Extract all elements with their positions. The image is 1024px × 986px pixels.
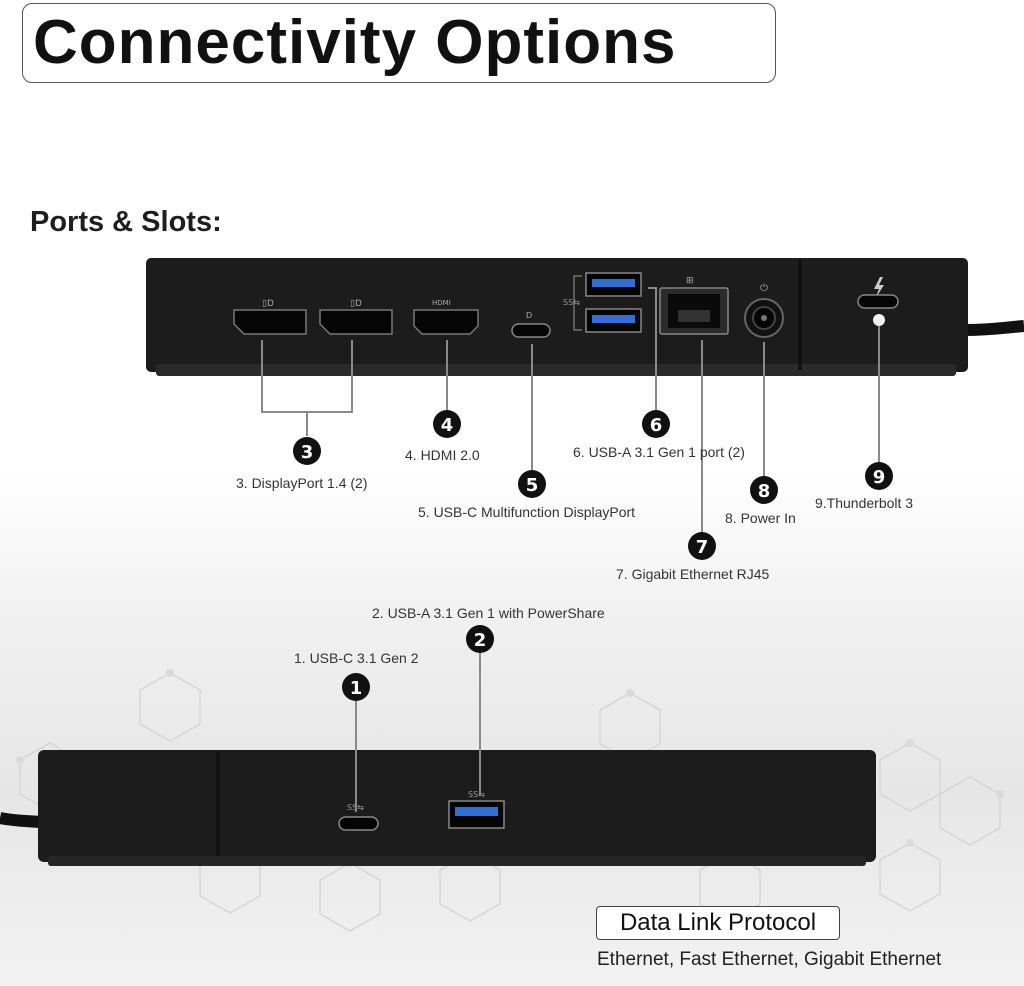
svg-text:⏻: ⏻ xyxy=(760,283,768,294)
port-badge-6: 6 xyxy=(642,410,670,438)
displayport-port-icon: ▯D xyxy=(233,299,307,335)
port-label-8: 8. Power In xyxy=(725,510,796,526)
ethernet-port-icon: ⊞ xyxy=(659,276,729,335)
port-badge-1: 1 xyxy=(342,673,370,701)
usb-c-port-icon: D xyxy=(511,311,551,338)
port-badge-6-number: 6 xyxy=(650,415,663,436)
usb-a-port-icon xyxy=(585,272,642,297)
port-label-4: 4. HDMI 2.0 xyxy=(405,447,480,463)
port-label-2: 2. USB-A 3.1 Gen 1 with PowerShare xyxy=(372,605,605,621)
svg-text:D: D xyxy=(526,311,532,320)
port-badge-5: 5 xyxy=(518,470,546,498)
port-badge-5-number: 5 xyxy=(526,475,539,496)
port-badge-2-number: 2 xyxy=(474,630,487,651)
port-badge-4: 4 xyxy=(433,410,461,438)
port-label-3: 3. DisplayPort 1.4 (2) xyxy=(236,475,368,491)
title-box: Connectivity Options xyxy=(22,3,776,83)
usb-a-port-icon xyxy=(585,308,642,333)
svg-text:⊞: ⊞ xyxy=(686,276,694,286)
data-link-box: Data Link Protocol xyxy=(596,906,840,940)
port-badge-9-number: 9 xyxy=(873,467,886,488)
port-badge-1-number: 1 xyxy=(350,678,363,699)
svg-text:SS⇆: SS⇆ xyxy=(563,298,580,307)
port-badge-8: 8 xyxy=(750,476,778,504)
port-badge-9: 9 xyxy=(865,462,893,490)
svg-text:HDMI: HDMI xyxy=(432,299,451,307)
port-label-9: 9.Thunderbolt 3 xyxy=(815,495,914,511)
port-label-7: 7. Gigabit Ethernet RJ45 xyxy=(616,566,770,582)
port-badge-3-number: 3 xyxy=(301,442,314,463)
port-badge-7: 7 xyxy=(688,532,716,560)
section-subtitle: Ports & Slots: xyxy=(30,206,222,238)
port-label-6: 6. USB-A 3.1 Gen 1 port (2) xyxy=(573,444,745,460)
hdmi-port-icon: HDMI xyxy=(413,299,479,335)
svg-text:▯D: ▯D xyxy=(262,299,274,309)
displayport-port-icon: ▯D xyxy=(319,299,393,335)
usb-a-port-icon: SS⇆ xyxy=(448,790,505,829)
port-badges: 1 2 3 4 5 6 7 8 9 xyxy=(293,410,893,701)
port-badge-3: 3 xyxy=(293,437,321,465)
svg-text:▯D: ▯D xyxy=(350,299,362,309)
port-badge-8-number: 8 xyxy=(758,481,771,502)
port-badge-7-number: 7 xyxy=(696,537,709,558)
data-link-title: Data Link Protocol xyxy=(619,909,817,936)
svg-text:SS⇆: SS⇆ xyxy=(468,790,485,799)
data-link-protocols: Ethernet, Fast Ethernet, Gigabit Etherne… xyxy=(597,949,942,970)
port-badge-2: 2 xyxy=(466,625,494,653)
port-label-5: 5. USB-C Multifunction DisplayPort xyxy=(418,504,636,520)
thunderbolt-port-icon xyxy=(857,277,899,326)
power-port-icon: ⏻ xyxy=(744,283,784,338)
port-badge-4-number: 4 xyxy=(441,415,454,436)
port-label-1: 1. USB-C 3.1 Gen 2 xyxy=(294,650,419,666)
page-title: Connectivity Options xyxy=(33,8,677,77)
